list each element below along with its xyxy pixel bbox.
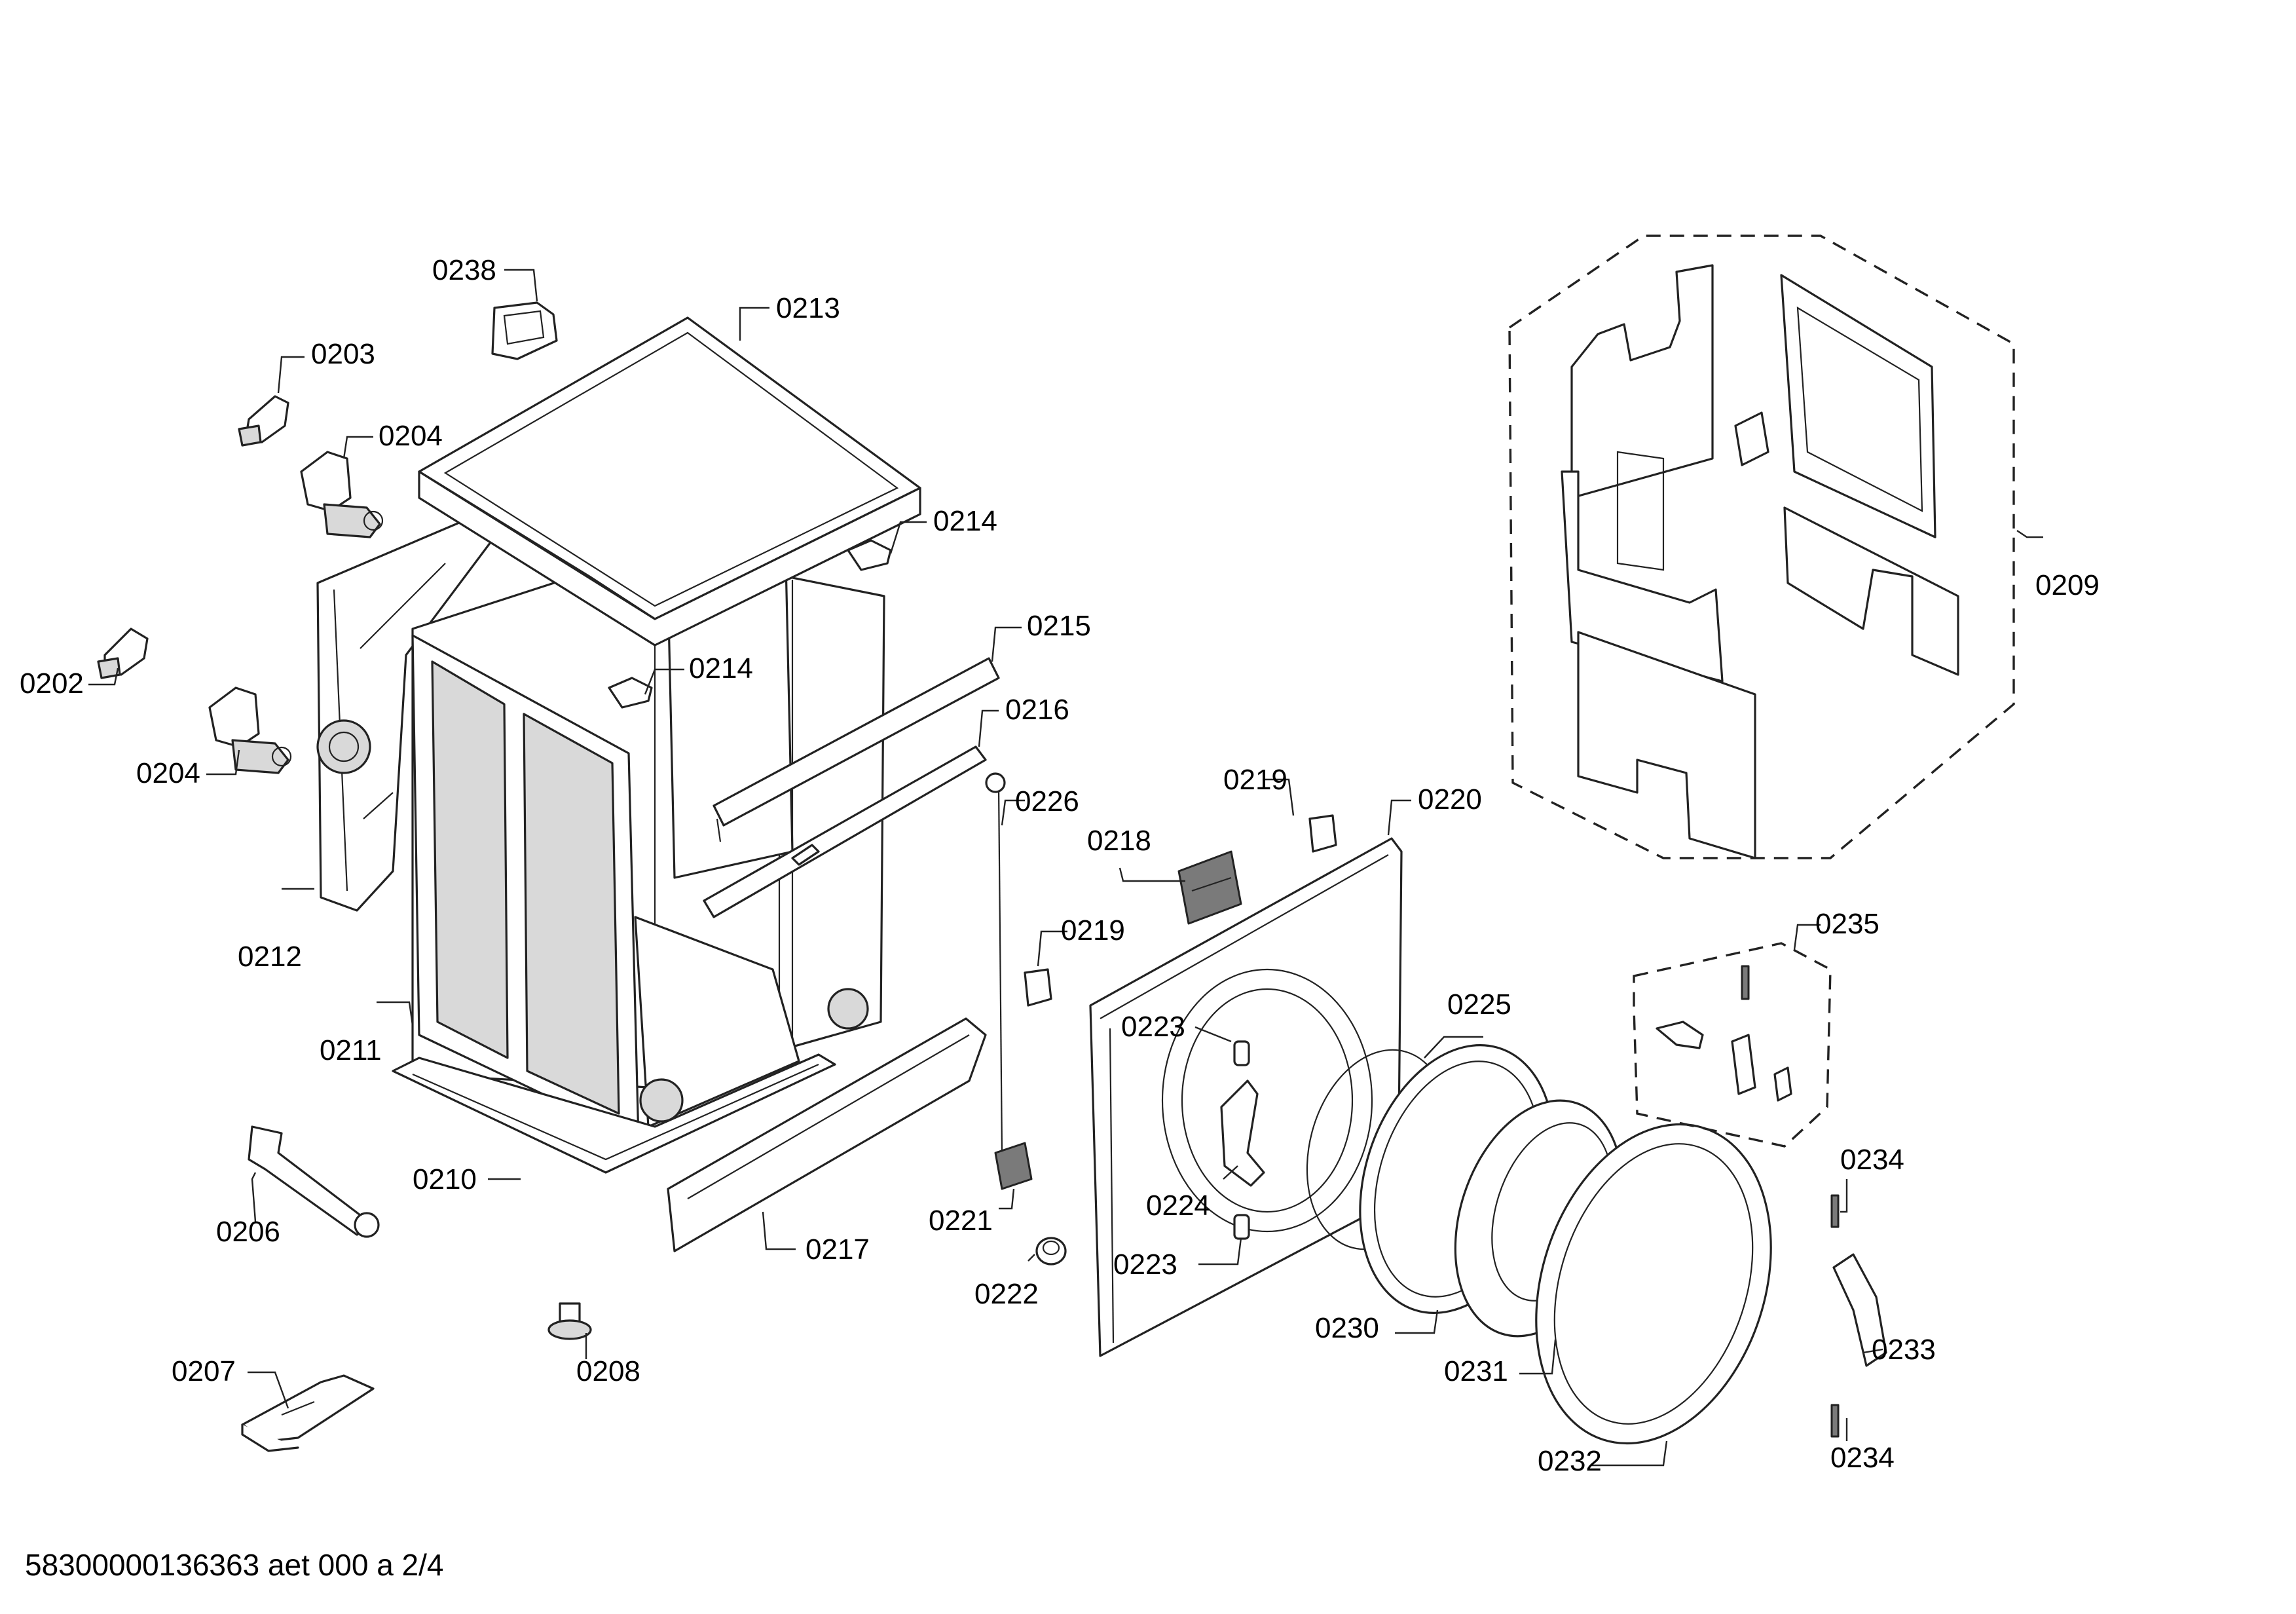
part-0211-cabinet [411,549,885,1141]
part-0218-switch [1177,850,1242,925]
part-0206-wrench [248,1125,380,1238]
part-0238-clip [491,301,558,360]
drawing-footer: 58300000136363 aet 000 a 2/4 [25,1548,444,1582]
callout-0223-upper: 0223 [1121,1011,1185,1043]
part-0217-plinth [667,1017,987,1252]
part-0208-foot [547,1302,592,1340]
part-0210-base [392,1053,836,1174]
part-0204-valve-lower [208,686,292,774]
part-0202-valve [97,628,149,679]
part-0209-packaging [1508,235,2015,859]
callout-0234-lower: 0234 [1830,1442,1895,1474]
part-0204-valve-upper [300,451,384,538]
callout-0214-lower: 0214 [689,652,753,685]
callout-labels: 0238 0213 0203 0204 0214 0202 0214 0215 … [20,254,2100,1477]
callout-0215: 0215 [1027,610,1091,642]
callout-0214-upper: 0214 [933,505,997,537]
callout-0202: 0202 [20,667,84,700]
part-0234-pin-lower [1830,1404,1840,1438]
part-0234-pin-upper [1830,1194,1840,1228]
callout-0203: 0203 [311,338,375,370]
part-0216-rail [703,745,987,918]
callout-0221: 0221 [929,1205,993,1237]
part-0223-pin-upper [1233,1040,1250,1066]
part-0221-lock [994,1142,1033,1190]
callout-0222: 0222 [974,1278,1039,1310]
callout-0234-upper: 0234 [1840,1144,1904,1176]
callout-0213: 0213 [776,292,840,324]
part-0222-knob [1035,1237,1067,1266]
callout-0223-lower: 0223 [1113,1248,1177,1281]
part-0214-bracket-lower [608,677,653,709]
callout-0219-lower: 0219 [1061,914,1125,947]
part-0235-kit [1633,942,1832,1148]
callout-0204-lower: 0204 [136,757,200,789]
part-0214-bracket-upper [847,539,892,571]
part-0213-worktop [418,316,921,647]
part-0223-pin-lower [1233,1214,1250,1240]
callout-0204-upper: 0204 [379,420,443,452]
part-0215-rail [713,657,1000,842]
callout-0219-upper: 0219 [1223,764,1287,796]
callout-0230: 0230 [1315,1312,1379,1344]
part-0212-rear-panel [316,516,506,912]
callout-0217: 0217 [805,1233,870,1266]
callout-0238: 0238 [432,254,496,286]
callout-0233: 0233 [1872,1334,1936,1366]
callout-0216: 0216 [1005,694,1069,726]
part-0219-catch-lower [1024,968,1052,1007]
callout-0218: 0218 [1087,825,1151,857]
part-0219-catch-upper [1308,814,1337,853]
part-0207-bracket [241,1374,375,1452]
callout-0212: 0212 [238,941,302,973]
part-0224-hinge [1220,1079,1265,1187]
callout-0224: 0224 [1146,1190,1210,1222]
callout-0206: 0206 [216,1216,280,1248]
callout-0209: 0209 [2035,569,2100,601]
callout-0220: 0220 [1418,783,1482,816]
callout-0208: 0208 [576,1355,640,1387]
callout-0210: 0210 [413,1163,477,1195]
callout-0231: 0231 [1444,1355,1508,1387]
leader-lines [88,269,2043,1467]
callout-0235: 0235 [1815,908,1879,940]
callout-0232: 0232 [1538,1445,1602,1477]
callout-0211: 0211 [320,1034,382,1066]
callout-0225: 0225 [1447,988,1511,1021]
part-0226-rod [985,772,1006,1154]
part-0203-valve [238,395,289,447]
part-0233-door-handle [1832,1253,1887,1367]
callout-0207: 0207 [172,1355,236,1387]
callout-0226: 0226 [1015,785,1079,817]
